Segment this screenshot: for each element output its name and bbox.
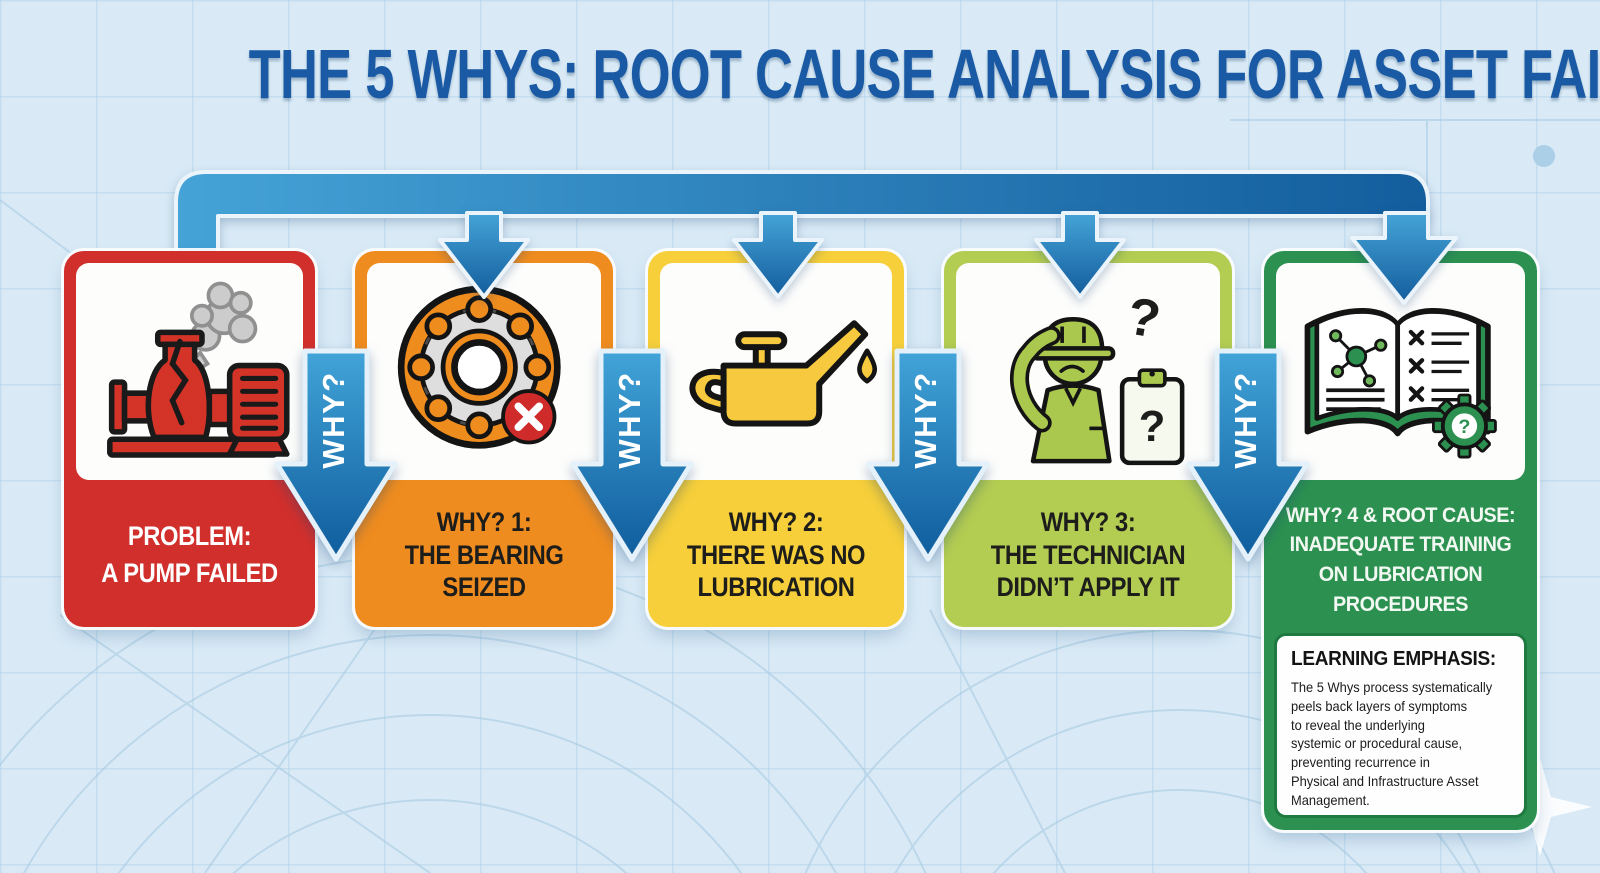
learning-emphasis-body: The 5 Whys process systematically peels … (1291, 679, 1493, 808)
training-manual-icon: ? (1304, 308, 1497, 459)
card-icon-panel: ? (1276, 263, 1525, 480)
page-title-text: THE 5 WHYS: ROOT CAUSE ANALYSIS FOR ASSE… (248, 35, 1600, 113)
failed-pump-icon (106, 281, 290, 458)
why-arrow-label: WHY? (612, 371, 647, 468)
card-title: WHY? 3: THE TECHNICIAN DIDN’T APPLY IT (990, 506, 1186, 603)
card-icon-panel (76, 263, 303, 480)
dot-decoration (949, 198, 963, 212)
page-title: THE 5 WHYS: ROOT CAUSE ANALYSIS FOR ASSE… (0, 34, 1600, 114)
why-arrow-3: WHY? (866, 348, 990, 562)
card-icon-panel: ? ? (956, 263, 1220, 480)
card-why-3: ? ? WHY? 3: THE TECH (944, 251, 1232, 627)
seized-bearing-icon (397, 285, 561, 449)
why-arrow-label: WHY? (316, 371, 351, 468)
dot-decoration (1533, 145, 1555, 167)
why-arrow-label: WHY? (908, 371, 943, 468)
oil-can-icon (689, 319, 877, 427)
learning-emphasis-heading: LEARNING EMPHASIS: (1291, 648, 1496, 670)
card-title: WHY? 4 & ROOT CAUSE: INADEQUATE TRAINING… (1285, 502, 1516, 616)
question-gear: ? (1431, 393, 1497, 459)
why-arrow-label: WHY? (1228, 371, 1263, 468)
learning-emphasis-box: LEARNING EMPHASIS: The 5 Whys process sy… (1274, 633, 1527, 818)
svg-text:?: ? (1122, 286, 1164, 350)
svg-text:?: ? (1458, 416, 1470, 438)
svg-text:?: ? (1138, 403, 1165, 451)
why-arrow-2: WHY? (570, 348, 694, 562)
why-arrow-1: WHY? (274, 348, 398, 562)
failure-x-badge (501, 388, 557, 444)
card-icon-panel (367, 263, 601, 480)
confused-technician-icon: ? ? (1009, 286, 1184, 465)
why-arrow-4: WHY? (1186, 348, 1310, 562)
clipboard: ? (1119, 367, 1184, 465)
card-icon-panel (660, 263, 892, 480)
